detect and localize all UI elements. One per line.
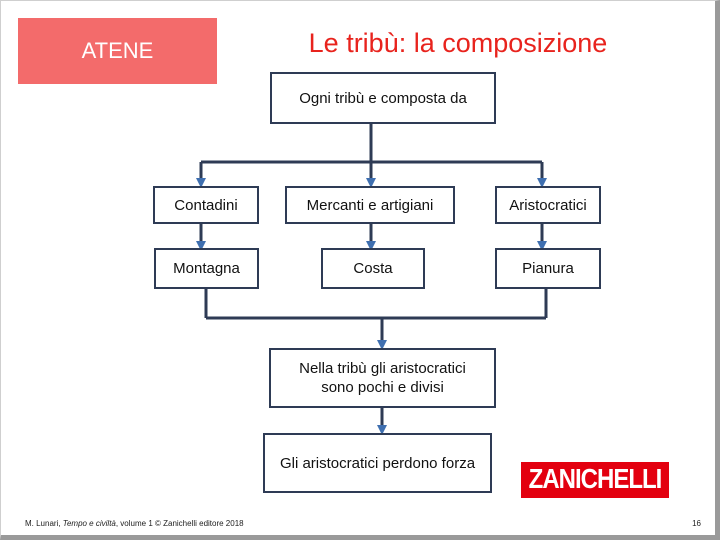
section-tag: ATENE (18, 18, 217, 84)
page-number: 16 (692, 519, 701, 528)
root-box-label: Ogni tribù e composta da (299, 89, 467, 107)
area-box-montagna: Montagna (154, 248, 259, 289)
consequence-line-1: Nella tribù gli aristocratici (299, 360, 466, 377)
member-box-aristocratici: Aristocratici (495, 186, 601, 224)
member-box-mercanti: Mercanti e artigiani (285, 186, 455, 224)
outcome-box: Gli aristocratici perdono forza (263, 433, 492, 493)
area-box-pianura: Pianura (495, 248, 601, 289)
consequence-box: Nella tribù gli aristocratici sono pochi… (269, 348, 496, 408)
member-label: Aristocratici (509, 196, 587, 214)
outcome-label: Gli aristocratici perdono forza (279, 454, 476, 472)
footer-credit-title: Tempo e civiltà (62, 519, 116, 528)
section-tag-label: ATENE (81, 38, 154, 63)
area-box-costa: Costa (321, 248, 425, 289)
member-label: Mercanti e artigiani (306, 196, 434, 214)
footer-credit: M. Lunari, Tempo e civiltà, volume 1 © Z… (25, 519, 244, 528)
publisher-logo: ZANICHELLI (521, 462, 669, 498)
footer-credit-before: M. Lunari, (25, 519, 63, 528)
area-label: Pianura (522, 260, 574, 277)
member-box-contadini: Contadini (153, 186, 259, 224)
footer-credit-after: , volume 1 © Zanichelli editore 2018 (115, 519, 244, 528)
area-label: Costa (353, 260, 393, 277)
consequence-line-2: sono pochi e divisi (321, 379, 444, 396)
slide-title: Le tribù: la composizione (308, 28, 608, 58)
publisher-logo-text: ZANICHELLI (528, 463, 663, 495)
area-label: Montagna (173, 260, 240, 277)
member-label: Contadini (174, 196, 238, 214)
root-box: Ogni tribù e composta da (270, 72, 496, 124)
